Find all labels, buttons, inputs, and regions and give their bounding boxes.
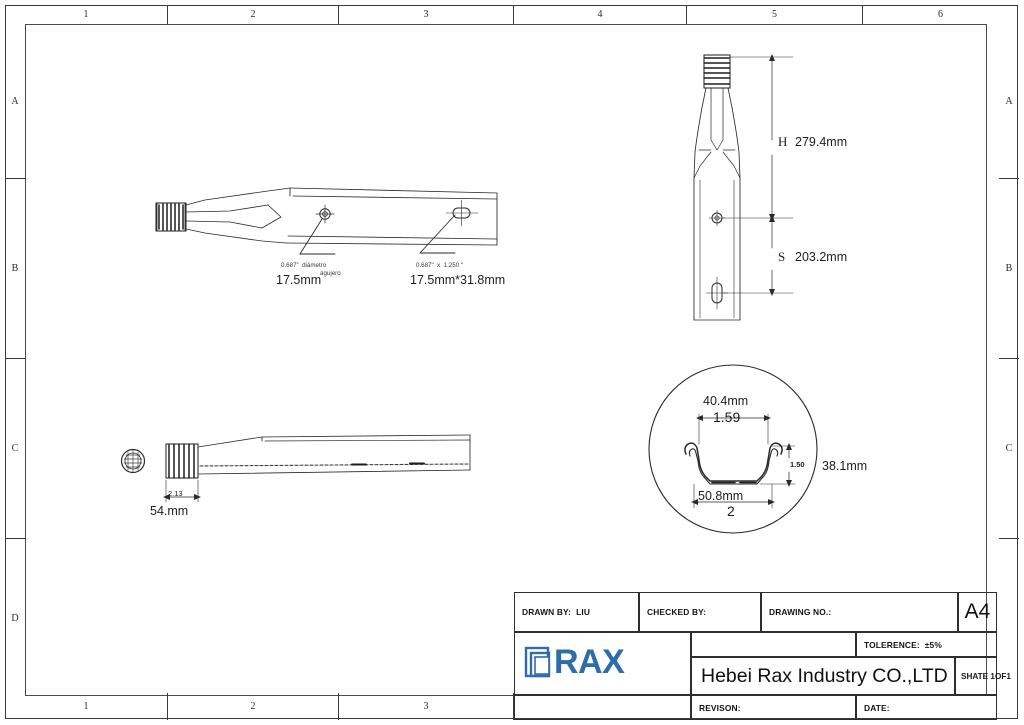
revision-label: REVISON:: [699, 702, 741, 713]
callout-round-hole-inch2: agujero: [320, 270, 341, 277]
sheet-outer-border: [5, 5, 1018, 719]
zone-label: 3: [423, 701, 429, 712]
zone-label: 3: [423, 9, 429, 20]
zone-label: C: [11, 443, 19, 454]
dim-overall-height-value: 279.4mm: [795, 135, 848, 149]
drawn-by-value: LIU: [576, 607, 591, 617]
titleblock-blank-cell: [691, 632, 856, 657]
zone-label: 6: [938, 9, 943, 20]
zone-top-2: 2: [168, 5, 339, 24]
zone-top-1: 1: [5, 5, 168, 24]
dim-slot-height-label: S: [778, 249, 786, 264]
zone-label: 1: [83, 9, 89, 20]
zone-right-B: B: [999, 179, 1019, 359]
paper-size-value: A4: [964, 600, 991, 623]
dim-bottom-width-inch: 2: [727, 503, 735, 519]
zone-bottom-2: 2: [168, 693, 339, 720]
zone-right-C: C: [999, 359, 1019, 539]
zone-label: D: [11, 613, 19, 624]
zone-label: A: [1005, 95, 1013, 107]
titleblock-company: Hebei Rax Industry CO.,LTD: [691, 657, 955, 695]
zone-label: B: [11, 263, 19, 274]
dim-overall-height-label: H: [778, 134, 788, 149]
dim-slot-height-value: 203.2mm: [795, 250, 848, 264]
titleblock-paper-size: A4: [958, 592, 997, 632]
zone-label: C: [1005, 443, 1013, 454]
zone-label: 1: [83, 701, 89, 712]
zone-left-B: B: [5, 179, 25, 359]
zone-top-5: 5: [687, 5, 863, 24]
zone-label: B: [1005, 263, 1013, 274]
drawing-no-label: DRAWING NO.:: [769, 607, 832, 617]
dim-top-width-mm: 40.4mm: [703, 394, 749, 408]
zone-label: A: [11, 95, 19, 107]
callout-slot-hole-inch: 0.687" x 1.250 ": [416, 262, 464, 269]
dim-top-width-inch: 1.59: [713, 409, 741, 425]
dim-thread-length-inch: 2.13: [168, 489, 183, 498]
titleblock-revision: REVISON:: [691, 695, 856, 720]
titleblock-drawing-no: DRAWING NO.:: [761, 592, 958, 632]
zone-label: 4: [597, 9, 603, 20]
drawn-by-label: DRAWN BY:: [522, 607, 572, 617]
titleblock-sheet: SHATE 1OF1: [955, 657, 1011, 695]
rax-logo-icon: [524, 646, 551, 678]
zone-top-3: 3: [339, 5, 514, 24]
sheet-inner-frame: [25, 24, 987, 696]
tolerance-label: TOLERENCE:: [864, 639, 920, 650]
zone-label: 5: [772, 9, 777, 20]
zone-top-4: 4: [514, 5, 687, 24]
rax-logo: RAX: [524, 643, 625, 681]
titleblock-tolerance: TOLERENCE: ±5%: [856, 632, 997, 657]
sheet-label: SHATE 1OF1: [961, 671, 1011, 681]
dim-depth-mm: 38.1mm: [822, 459, 868, 473]
company-name: Hebei Rax Industry CO.,LTD: [701, 664, 948, 687]
checked-by-label: CHECKED BY:: [647, 607, 707, 617]
zone-label: 2: [250, 701, 256, 712]
zone-left-C: C: [5, 359, 25, 539]
dim-thread-length-mm: 54.mm: [150, 504, 189, 518]
titleblock-blank-cell-2: [514, 695, 691, 720]
rax-logo-text: RAX: [554, 643, 625, 681]
callout-round-hole-mm: 17.5mm: [276, 273, 322, 287]
titleblock-logo-cell: [514, 632, 691, 695]
zone-label: 2: [250, 9, 256, 20]
zone-right-A: A: [999, 24, 1019, 179]
dim-depth-inch: 1.50: [790, 460, 805, 469]
titleblock-drawn-by: DRAWN BY: LIU: [514, 592, 639, 632]
dim-bottom-width-mm: 50.8mm: [698, 489, 744, 503]
callout-round-hole-inch: 0.687" diámetro: [281, 262, 327, 269]
callout-slot-hole-mm: 17.5mm*31.8mm: [410, 273, 506, 287]
titleblock-date: DATE:: [856, 695, 997, 720]
zone-top-6: 6: [863, 5, 1018, 24]
titleblock-checked-by: CHECKED BY:: [639, 592, 761, 632]
zone-bottom-3: 3: [339, 693, 514, 720]
zone-left-D: D: [5, 539, 25, 698]
zone-bottom-1: 1: [5, 693, 168, 720]
tolerance-value: ±5%: [924, 639, 942, 650]
date-label: DATE:: [864, 702, 890, 713]
zone-left-A: A: [5, 24, 25, 179]
